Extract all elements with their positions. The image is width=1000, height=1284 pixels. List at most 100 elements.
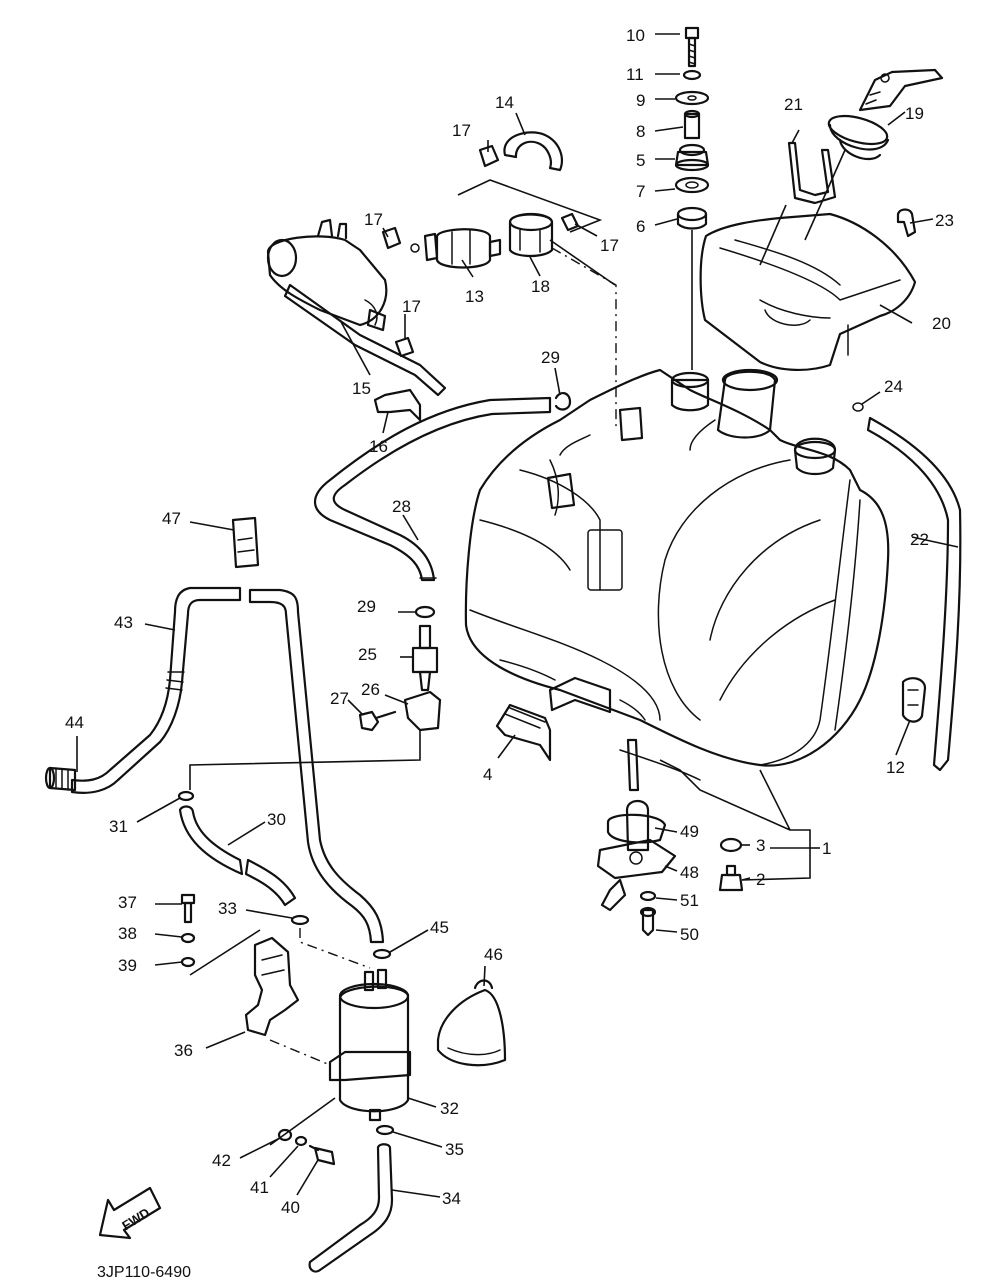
- callout-7: 7: [636, 182, 645, 201]
- fuel-filter-32: [328, 968, 412, 1122]
- callout-21: 21: [784, 95, 803, 114]
- callout-33: 33: [218, 899, 237, 918]
- clip-23: [896, 208, 917, 238]
- callout-8: 8: [636, 122, 645, 141]
- leader-lines: [76, 33, 959, 1198]
- clip-31: [177, 790, 195, 802]
- clip-33: [290, 914, 310, 926]
- washer-3: [719, 837, 743, 853]
- callout-1: 1: [822, 839, 831, 858]
- callout-47: 47: [162, 509, 181, 528]
- callout-45: 45: [430, 918, 449, 937]
- cover-46: [436, 979, 507, 1067]
- callout-28: 28: [392, 497, 411, 516]
- callout-9: 9: [636, 91, 645, 110]
- filler-cap: [804, 68, 944, 241]
- callout-24: 24: [884, 377, 903, 396]
- bolt-37: [180, 893, 196, 924]
- callout-25: 25: [358, 645, 377, 664]
- callout-17d: 17: [402, 297, 421, 316]
- hose-long: [248, 588, 385, 944]
- clamp-17b: [560, 212, 580, 232]
- washer-41: [294, 1135, 308, 1147]
- callout-35: 35: [445, 1140, 464, 1159]
- fitting-44: [44, 766, 77, 792]
- callout-20: 20: [932, 314, 951, 333]
- callout-2: 2: [756, 870, 765, 889]
- callout-12: 12: [886, 758, 905, 777]
- hose-14: [503, 131, 563, 172]
- callout-40: 40: [281, 1198, 300, 1217]
- callout-36: 36: [174, 1041, 193, 1060]
- bracket-36: [244, 936, 300, 1037]
- callout-18: 18: [531, 277, 550, 296]
- hose-43: [70, 586, 242, 794]
- callout-48: 48: [680, 863, 699, 882]
- callout-30: 30: [267, 810, 286, 829]
- clamp-12: [901, 677, 927, 723]
- callout-labels: 1 2 3 4 5 6 7 8 9 10 11 12 13 14 15 16 1…: [65, 26, 954, 1217]
- fuel-tray: [699, 212, 917, 372]
- callout-14: 14: [495, 93, 514, 112]
- vent-rod: [759, 129, 837, 266]
- clamp-17c: [381, 226, 402, 250]
- washer-42: [277, 1128, 293, 1142]
- callout-50: 50: [680, 925, 699, 944]
- vent-hose-22: [852, 402, 962, 772]
- callout-22: 22: [910, 530, 929, 549]
- bolt-40: [308, 1144, 336, 1166]
- bracket-16: [373, 388, 422, 422]
- callout-27: 27: [330, 689, 349, 708]
- screw-27: [358, 710, 397, 732]
- clip-29b: [414, 605, 436, 619]
- callout-4: 4: [483, 765, 492, 784]
- callout-16: 16: [369, 437, 388, 456]
- fuel-cock: [596, 738, 677, 937]
- hose-34: [308, 1143, 394, 1273]
- bracket-26: [403, 690, 442, 732]
- clip-45: [372, 948, 392, 960]
- callout-32: 32: [440, 1099, 459, 1118]
- callout-41: 41: [250, 1178, 269, 1197]
- hose-28: [313, 396, 552, 582]
- callout-31: 31: [109, 817, 128, 836]
- diagram-code: 3JP110-6490: [97, 1264, 191, 1281]
- callout-17c: 17: [364, 210, 383, 229]
- callout-17a: 17: [452, 121, 471, 140]
- callout-15: 15: [352, 379, 371, 398]
- valve-25: [411, 624, 439, 692]
- clamp-17d: [394, 336, 415, 358]
- callout-19: 19: [905, 104, 924, 123]
- svg-text:FWD: FWD: [119, 1205, 152, 1233]
- callout-6: 6: [636, 217, 645, 236]
- callout-39: 39: [118, 956, 137, 975]
- callout-34: 34: [442, 1189, 461, 1208]
- callout-37: 37: [118, 893, 137, 912]
- callout-5: 5: [636, 151, 645, 170]
- callout-29b: 29: [357, 597, 376, 616]
- fuel-pump-15: [266, 218, 447, 397]
- clamp-17a: [478, 144, 500, 168]
- hose-30: [178, 805, 297, 907]
- callout-10: 10: [626, 26, 645, 45]
- bracket-4: [495, 703, 552, 762]
- callout-44: 44: [65, 713, 84, 732]
- callout-26: 26: [361, 680, 380, 699]
- clip-35: [375, 1124, 395, 1136]
- fwd-arrow-icon: FWD: [98, 1186, 162, 1240]
- callout-11: 11: [626, 65, 644, 84]
- callout-49: 49: [680, 822, 699, 841]
- mount-stack: [674, 26, 710, 370]
- fuel-tank: [464, 368, 890, 781]
- callout-17b: 17: [600, 236, 619, 255]
- callout-42: 42: [212, 1151, 231, 1170]
- callout-43: 43: [114, 613, 133, 632]
- washer-39: [180, 956, 196, 968]
- fuel-filter-13: [410, 228, 502, 269]
- washer-38: [180, 932, 196, 944]
- callout-13: 13: [465, 287, 484, 306]
- clip-29a: [554, 392, 572, 411]
- clamp-47: [231, 516, 260, 569]
- callout-51: 51: [680, 891, 699, 910]
